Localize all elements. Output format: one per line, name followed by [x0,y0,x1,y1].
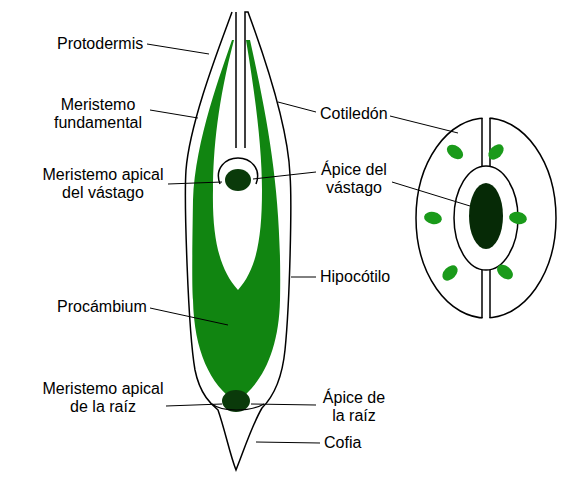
part-label: Procámbium [57,298,147,316]
part-label: Meristemo fundamental [48,96,148,132]
vascular-bundles [423,141,528,283]
part-label: Cofia [324,434,361,452]
embryo-body [185,12,290,470]
section-apex [469,183,503,249]
shoot-apical-meristem [225,169,251,191]
part-label: Ápice de la raíz [318,389,390,425]
root-apical-meristem [222,390,250,412]
section-axis [454,166,518,270]
leader-lines [147,44,470,443]
central-region [213,40,262,290]
part-label: Meristemo apical del vástago [38,166,168,202]
root-cap-line [212,404,264,410]
part-label: Protodermis [57,35,143,53]
part-label: Ápice del vástago [318,161,390,197]
embryo-outline [185,12,290,470]
part-label: Hipocótilo [320,268,390,286]
part-label: Meristemo apical de la raíz [38,380,168,416]
part-label: Cotiledón [320,105,388,123]
